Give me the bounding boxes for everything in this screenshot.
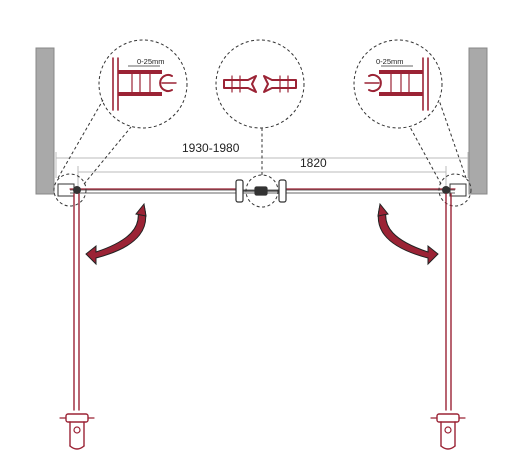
left-wall bbox=[35, 47, 55, 195]
inner-dimension-label: 1820 bbox=[300, 156, 327, 170]
left-adjust-label: 0-25mm bbox=[137, 57, 165, 66]
right-leader-a bbox=[438, 99, 467, 179]
right-leader-b bbox=[409, 126, 442, 185]
left-hinge-icon bbox=[57, 183, 81, 197]
right-adjust-profile-icon bbox=[364, 57, 429, 111]
right-detail-circle bbox=[353, 39, 443, 129]
right-wall bbox=[468, 47, 488, 195]
outer-dimension-label: 1930-1980 bbox=[182, 141, 240, 155]
left-hinge-callout bbox=[53, 173, 87, 207]
center-handles-icon bbox=[235, 179, 287, 203]
right-swing-arrow-icon bbox=[377, 202, 439, 266]
left-leader-b bbox=[83, 126, 132, 185]
right-hinge-callout bbox=[438, 173, 472, 207]
right-handle-icon bbox=[430, 413, 466, 450]
right-hinge-icon bbox=[442, 183, 467, 197]
left-open-panel bbox=[73, 193, 80, 411]
left-handle-icon bbox=[59, 413, 95, 450]
left-swing-arrow-icon bbox=[85, 202, 147, 266]
right-adjust-label: 0-25mm bbox=[376, 57, 404, 66]
center-detail-circle bbox=[215, 39, 305, 129]
magnetic-seal-icon bbox=[223, 75, 297, 93]
center-seal-callout bbox=[245, 174, 279, 208]
left-leader-a bbox=[57, 99, 104, 179]
left-detail-circle bbox=[98, 39, 188, 129]
left-adjust-profile-icon bbox=[112, 57, 177, 111]
right-open-panel bbox=[445, 193, 452, 411]
